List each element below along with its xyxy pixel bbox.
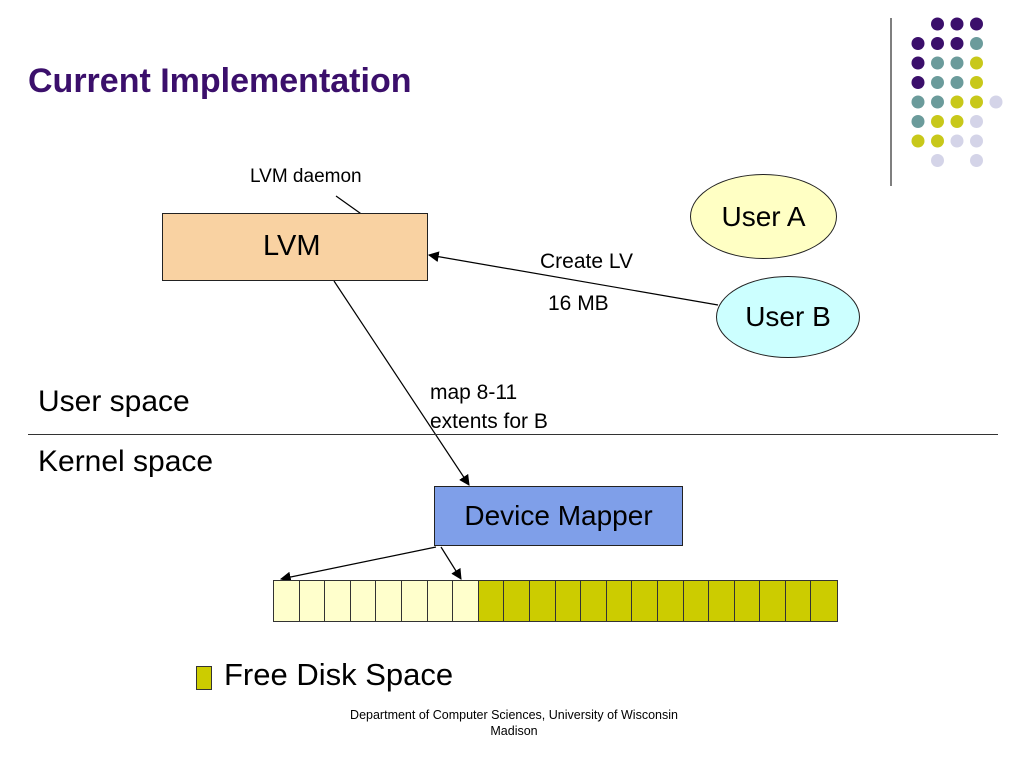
- map-extents-arrow: [333, 280, 470, 486]
- legend-swatch: [196, 666, 212, 690]
- decorative-dot: [950, 76, 964, 89]
- decorative-dot: [950, 56, 964, 70]
- extent-end-arrow: [440, 546, 462, 580]
- extent-free: [760, 581, 786, 621]
- decorative-dot: [931, 134, 944, 148]
- decorative-dot: [911, 134, 925, 148]
- user-b-label: User B: [745, 301, 831, 332]
- extent-free: [657, 581, 684, 621]
- extent-free: [709, 581, 735, 621]
- kernel-space-label: Kernel space: [38, 445, 214, 478]
- decorative-dot: [970, 134, 983, 148]
- user-a-ellipse: User A: [690, 174, 837, 259]
- extent-free: [683, 581, 710, 621]
- decorative-dot: [970, 37, 983, 50]
- decorative-dot: [970, 56, 983, 70]
- decorative-dot: [911, 56, 925, 70]
- extent-allocated: [453, 581, 479, 621]
- device-mapper-box: Device Mapper: [434, 486, 683, 546]
- decorative-dot: [970, 76, 983, 89]
- decorative-dot: [911, 76, 925, 89]
- create-lv-label: Create LV: [540, 250, 633, 273]
- extent-allocated: [274, 581, 300, 621]
- decorative-dot: [970, 17, 983, 31]
- decorative-dot: [950, 134, 964, 148]
- extent-allocated: [299, 581, 326, 621]
- extent-allocated: [350, 581, 377, 621]
- decorative-dot: [931, 76, 944, 89]
- legend-label: Free Disk Space: [224, 657, 454, 692]
- decorative-dot: [931, 154, 944, 167]
- footer-text: Department of Computer Sciences, Univers…: [350, 708, 678, 738]
- user-kernel-divider: [28, 434, 998, 435]
- extent-free: [581, 581, 607, 621]
- decorative-dot-grid: [890, 17, 1003, 186]
- extent-allocated: [427, 581, 454, 621]
- disk-extent-strip: [273, 580, 839, 622]
- extent-free: [606, 581, 633, 621]
- decorative-dot: [911, 95, 925, 109]
- device-mapper-label: Device Mapper: [464, 500, 653, 531]
- user-a-label: User A: [721, 200, 806, 232]
- extent-start-arrow: [279, 546, 437, 583]
- decorative-dot: [911, 37, 925, 50]
- decorative-dot: [970, 115, 983, 128]
- map-label-line2: extents for B: [430, 410, 548, 433]
- extent-free: [632, 581, 658, 621]
- user-b-ellipse: User B: [716, 276, 860, 358]
- create-lv-arrow: [427, 251, 719, 306]
- extent-free: [811, 581, 838, 621]
- extent-free: [478, 581, 505, 621]
- decorative-dot: [931, 56, 944, 70]
- decorative-dot: [931, 95, 944, 109]
- decorative-dot: [989, 95, 1003, 109]
- decorative-dot: [931, 115, 944, 128]
- map-label-line1: map 8-11: [430, 381, 518, 404]
- lvm-daemon-label: LVM daemon: [250, 166, 362, 187]
- extent-free: [785, 581, 812, 621]
- decorative-dot: [950, 115, 964, 128]
- map-extents-label: map 8-11 extents for B: [430, 378, 548, 436]
- extent-free: [555, 581, 582, 621]
- decorative-dot: [911, 115, 925, 128]
- lvm-box: LVM: [162, 213, 428, 281]
- size-label: 16 MB: [548, 292, 609, 315]
- extent-allocated: [401, 581, 428, 621]
- extent-free: [529, 581, 556, 621]
- extent-allocated: [376, 581, 402, 621]
- decorative-dot: [931, 17, 944, 31]
- decorative-dot: [950, 17, 964, 31]
- decorative-dot: [931, 37, 944, 50]
- decorative-dot: [970, 154, 983, 167]
- extent-free: [734, 581, 761, 621]
- extent-allocated: [325, 581, 351, 621]
- extent-free: [504, 581, 530, 621]
- decorative-dot: [950, 37, 964, 50]
- slide-title: Current Implementation: [28, 62, 412, 100]
- decorative-dot: [950, 95, 964, 109]
- user-space-label: User space: [38, 385, 190, 418]
- lvm-label: LVM: [263, 230, 321, 262]
- decorative-dot: [970, 95, 983, 109]
